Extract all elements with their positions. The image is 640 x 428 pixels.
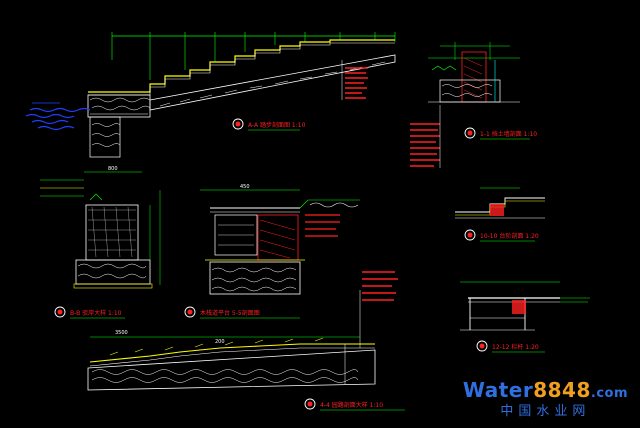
section-title-12: 12-12 栏杆 1:20 <box>492 343 539 351</box>
dimension-200: 200 <box>215 339 225 345</box>
watermark-brand: Water8848.com <box>463 380 628 404</box>
section-title-a: A-A 踏步剖面图 1:10 <box>248 121 306 129</box>
stair-section: A-A 踏步剖面图 1:10 <box>25 32 396 158</box>
railing-section: 12-12 栏杆 1:20 <box>460 281 590 353</box>
watermark-suffix: .com <box>590 386 628 401</box>
section-title-4: 4-4 园路剖面大样 1:10 <box>320 401 383 409</box>
step-section: 10-10 台阶剖面 1:20 <box>455 187 545 242</box>
watermark-chinese: 中国水业网 <box>500 404 591 419</box>
watermark-word: Water <box>462 378 534 402</box>
revetment-section: 800 B-B 驳岸大样 1:10 <box>40 166 161 319</box>
watermark: Water8848.com 中国水业网 <box>463 380 628 420</box>
path-section: 3500 200 4-4 园路剖面大样 1:10 <box>87 271 405 411</box>
boardwalk-section: 450 木栈道平台 5-5剖面图 <box>184 184 360 319</box>
dimension-800: 800 <box>108 166 118 172</box>
dimension-3500: 3500 <box>115 330 128 336</box>
section-title-b: B-B 驳岸大样 1:10 <box>70 309 122 317</box>
section-title-5: 木栈道平台 5-5剖面图 <box>200 309 260 317</box>
retaining-wall-section: 1-1 挡土墙剖面 1:10 <box>410 42 537 168</box>
dimension-450: 450 <box>240 184 250 190</box>
section-title-1: 1-1 挡土墙剖面 1:10 <box>480 130 537 138</box>
watermark-number: 8848 <box>533 378 591 402</box>
section-title-10: 10-10 台阶剖面 1:20 <box>480 232 539 240</box>
